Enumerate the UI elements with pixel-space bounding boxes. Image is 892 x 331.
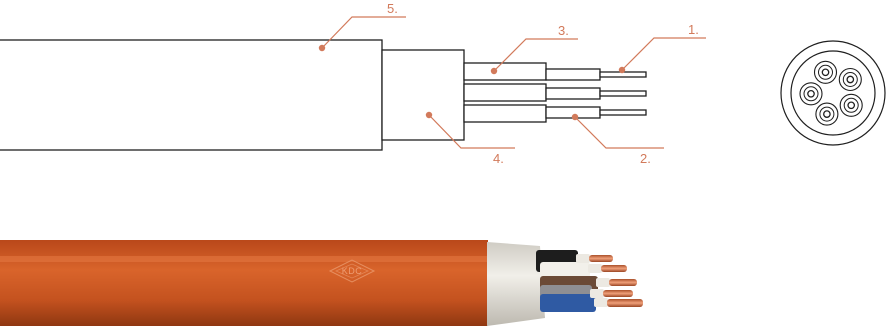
conductor-ring (823, 110, 831, 118)
photo-conductor (603, 290, 633, 297)
photo-bedding (487, 242, 545, 326)
conductor-ring (807, 89, 815, 98)
callout-leader-2 (574, 116, 664, 149)
callout-label-3: 3. (558, 23, 569, 38)
photo-cores (536, 250, 643, 312)
conductor-ring (821, 68, 830, 77)
callout-leader-3 (493, 38, 578, 72)
photo-core-white (540, 262, 590, 278)
photo-core-blue (540, 294, 596, 312)
callout-leader-1 (621, 37, 706, 71)
conductor-ring (847, 101, 856, 110)
cable-cross-section (780, 40, 886, 146)
callout-dots (318, 44, 626, 121)
callout-label-1: 1. (688, 22, 699, 37)
callout-labels: 1. 2. 3. 4. 5. (387, 1, 699, 166)
cross-section-cores (799, 60, 863, 126)
outer-sheath-outline (0, 39, 383, 151)
cross-section-core (799, 82, 823, 106)
callout-leader-4 (428, 114, 515, 149)
conductor-ring (846, 75, 855, 84)
photo-inner-insulation (588, 264, 602, 273)
cable-line-drawing (0, 39, 647, 151)
cable-photo: KDC (0, 240, 643, 326)
callout-dot-2 (571, 113, 579, 121)
callouts (321, 16, 706, 149)
conductor-outline (599, 109, 647, 116)
callout-label-5: 5. (387, 1, 398, 16)
cross-section-core (815, 102, 839, 126)
callout-dot-4 (425, 111, 433, 119)
photo-conductor (609, 279, 637, 286)
brand-mark: KDC (328, 259, 376, 283)
callout-dot-3 (490, 67, 498, 75)
photo-inner-insulation (590, 289, 604, 298)
photo-outer-sheath (0, 240, 488, 326)
brand-mark-outline (328, 259, 376, 283)
photo-sheath-highlight (0, 256, 488, 262)
photo-conductor (589, 255, 613, 262)
core-insulation-outline (463, 83, 547, 102)
photo-conductor (601, 265, 627, 272)
photo-inner-insulation (596, 278, 610, 287)
brand-mark-text: KDC (342, 266, 363, 276)
photo-inner-insulation (594, 298, 608, 307)
cross-section-core (813, 60, 838, 84)
conductor-outline (599, 90, 647, 97)
photo-inner-insulation (576, 254, 590, 263)
brand-mark-outline (335, 263, 369, 279)
callout-dot-5 (318, 44, 326, 52)
core-insulation-outline (463, 62, 547, 81)
callout-leader-5 (321, 16, 406, 49)
cross-section-core (839, 93, 863, 117)
bedding-outline (381, 49, 465, 141)
photo-conductor (607, 299, 643, 307)
inner-insulation-outline (545, 87, 601, 100)
core-insulation-outline (463, 104, 547, 123)
inner-insulation-outline (545, 68, 601, 81)
callout-dot-1 (618, 66, 626, 74)
cross-section-core (838, 67, 862, 92)
callout-label-4: 4. (493, 151, 504, 166)
callout-label-2: 2. (640, 151, 651, 166)
